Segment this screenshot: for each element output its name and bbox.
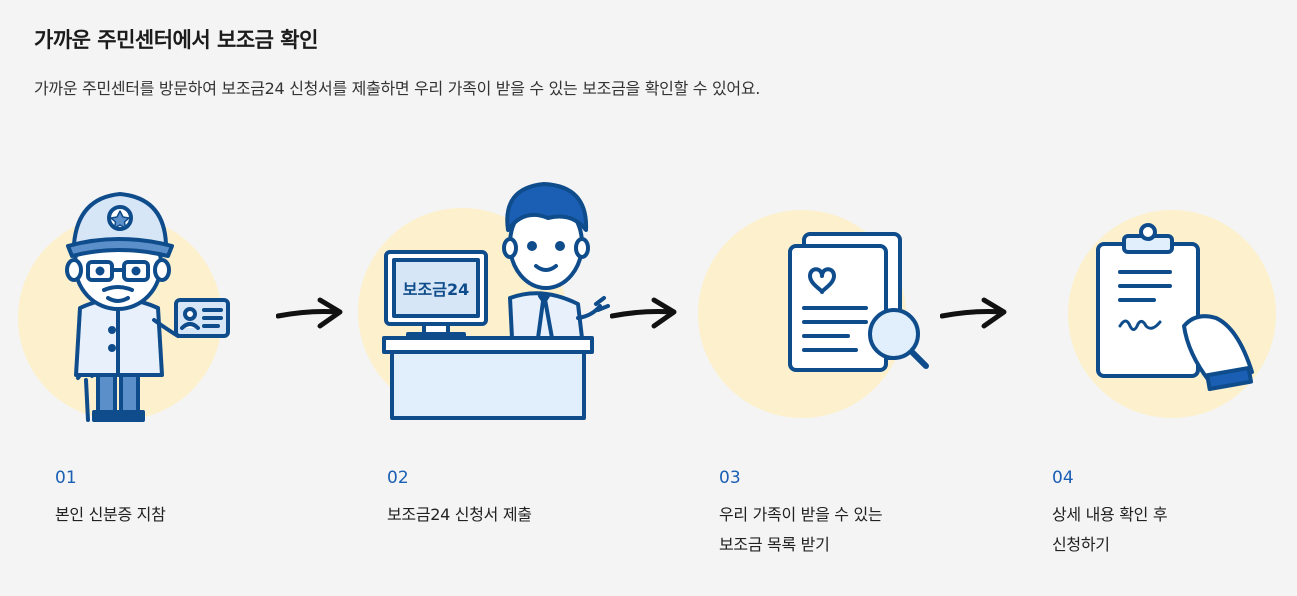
step-number: 03: [719, 468, 741, 488]
step-label-line-1: 우리 가족이 받을 수 있는: [719, 505, 883, 524]
page-title: 가까운 주민센터에서 보조금 확인: [34, 28, 318, 52]
step-label-line-2: 보조금 목록 받기: [719, 535, 830, 554]
document-magnifier-icon: [698, 210, 929, 418]
clerk-at-desk-icon: 보조금24: [358, 182, 610, 420]
arrow-right-icon: [276, 297, 343, 329]
clipboard-signature-icon: [1068, 210, 1276, 418]
monitor-text: 보조금24: [403, 280, 469, 299]
elderly-man-with-id-card-icon: [18, 192, 230, 422]
page-description: 가까운 주민센터를 방문하여 보조금24 신청서를 제출하면 우리 가족이 받을…: [34, 79, 761, 98]
step-number: 04: [1052, 468, 1074, 488]
step-label-line-2: 신청하기: [1052, 535, 1110, 554]
arrow-right-icon: [610, 297, 677, 329]
step-number: 01: [55, 468, 77, 488]
step-label-line-1: 상세 내용 확인 후: [1052, 505, 1168, 524]
step-2: 02 보조금24 신청서 제출: [387, 468, 532, 530]
step-4: 04 상세 내용 확인 후 신청하기: [1052, 468, 1168, 560]
step-1: 01 본인 신분증 지참: [55, 468, 166, 530]
step-number: 02: [387, 468, 409, 488]
step-label: 본인 신분증 지참: [55, 505, 166, 524]
arrow-right-icon: [940, 297, 1007, 329]
step-label: 보조금24 신청서 제출: [387, 505, 532, 524]
step-3: 03 우리 가족이 받을 수 있는 보조금 목록 받기: [719, 468, 883, 560]
